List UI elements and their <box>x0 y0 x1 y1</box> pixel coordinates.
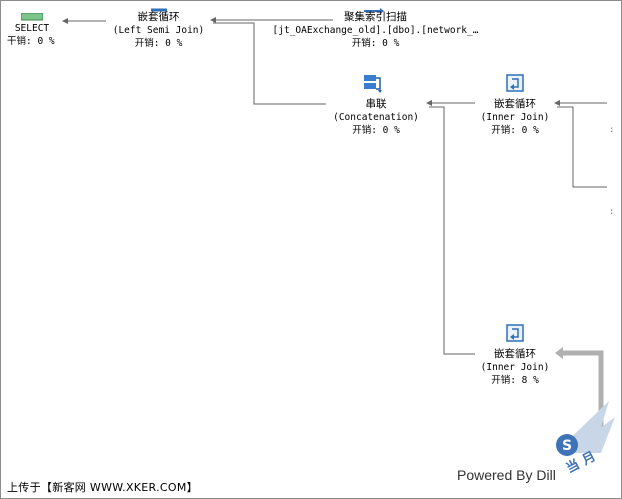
svg-text:当: 当 <box>563 456 582 476</box>
nested-loop-left-semi-join-node[interactable]: 嵌套循环 (Left Semi Join) 开销: 0 % <box>101 11 216 50</box>
watermark-logo: S 当 月 <box>549 401 619 491</box>
nested-loop-1-name: 嵌套循环 <box>137 11 180 23</box>
nested-loop-1-detail: (Left Semi Join) <box>112 25 205 36</box>
concat-detail: (Concatenation) <box>333 112 419 123</box>
nested-loop-3-cost: 开销: 8 % <box>491 375 539 386</box>
select-node[interactable]: SELECT 干销: 0 % <box>7 22 57 48</box>
nested-loop-icon[interactable] <box>505 323 525 343</box>
scan-detail: [jt_OAExchange_old].[dbo].[network_… <box>272 25 479 36</box>
powered-by-text: Powered By Dill <box>457 467 556 483</box>
clustered-index-scan-icon[interactable] <box>364 1 384 14</box>
concat-cost: 开销: 0 % <box>352 125 400 136</box>
nested-loop-1-cost: 开销: 0 % <box>134 38 183 49</box>
nested-loop-2-detail: (Inner Join) <box>480 112 550 123</box>
nested-loop-inner-join-node[interactable]: 嵌套循环 (Inner Join) 开销: 0 % <box>471 98 559 137</box>
offscreen-node-marker: : <box>609 207 615 217</box>
nested-loop-3-detail: (Inner Join) <box>480 362 550 373</box>
nested-loop-2-cost: 开销: 0 % <box>491 125 539 136</box>
nested-loop-3-name: 嵌套循环 <box>494 348 536 360</box>
nested-loop-inner-join-node[interactable]: 嵌套循环 (Inner Join) 开销: 8 % <box>471 348 559 387</box>
clustered-index-scan-node[interactable]: 聚集索引扫描 [jt_OAExchange_old].[dbo].[networ… <box>263 11 488 50</box>
select-label: SELECT <box>14 23 50 34</box>
upload-source-text: 上传于【新客网 WWW.XKER.COM】 <box>7 481 198 494</box>
offscreen-node-marker: : <box>609 125 615 135</box>
scan-name: 聚集索引扫描 <box>344 11 407 23</box>
concatenation-icon[interactable] <box>363 73 383 93</box>
nested-loop-icon[interactable] <box>505 73 525 93</box>
select-cost: 干销: 0 % <box>7 36 55 47</box>
concat-name: 串联 <box>365 98 387 110</box>
nested-loop-icon[interactable] <box>149 1 169 12</box>
nested-loop-2-name: 嵌套循环 <box>494 98 536 110</box>
svg-text:月: 月 <box>579 449 598 469</box>
scan-cost: 开销: 0 % <box>351 38 400 49</box>
concatenation-node[interactable]: 串联 (Concatenation) 开销: 0 % <box>321 98 431 137</box>
svg-text:S: S <box>562 438 572 454</box>
